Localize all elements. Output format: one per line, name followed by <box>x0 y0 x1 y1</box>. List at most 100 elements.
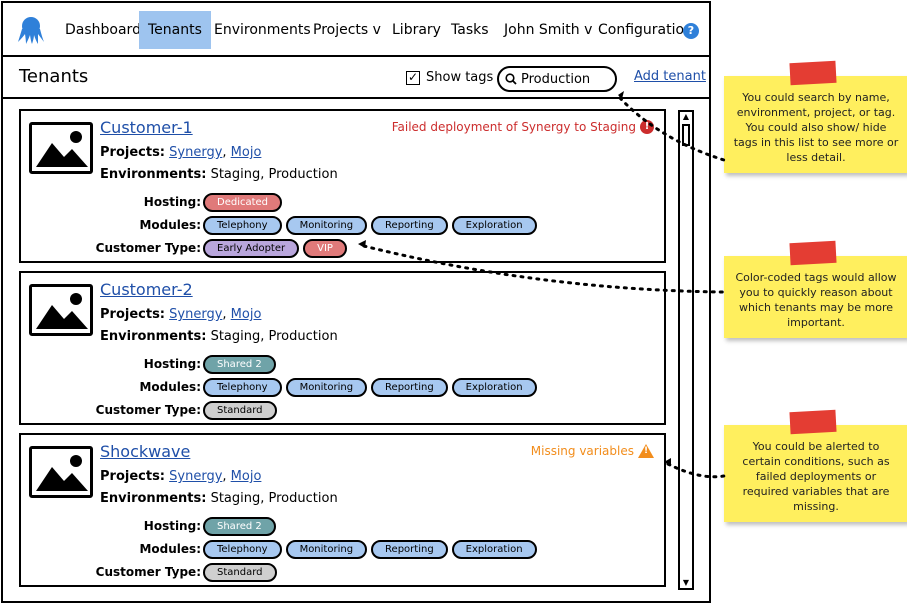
tag[interactable]: Standard <box>203 563 277 582</box>
nav-item-projects-v[interactable]: Projects v <box>313 22 381 38</box>
help-icon[interactable]: ? <box>683 23 699 39</box>
page-header: Tenants ✓ Show tags Add tenant <box>1 57 711 99</box>
tag[interactable]: Shared 2 <box>203 517 276 536</box>
hosting-tags: Dedicated <box>203 193 283 212</box>
customer-type-label: Customer Type: <box>95 565 201 579</box>
project-link[interactable]: Synergy <box>169 469 223 484</box>
alert-text: Missing variables <box>530 444 634 458</box>
note-text: Color-coded tags would allow you to quic… <box>735 271 897 329</box>
error-icon: ! <box>640 120 654 134</box>
warning-alert[interactable]: Missing variables! <box>531 444 654 458</box>
warning-glyph: ! <box>644 446 649 456</box>
environments-label: Environments: <box>100 167 207 182</box>
tag[interactable]: Early Adopter <box>203 239 300 258</box>
search-box[interactable] <box>497 66 617 92</box>
tag[interactable]: Telephony <box>203 378 282 397</box>
nav-item-tenants[interactable]: Tenants <box>139 11 211 49</box>
projects-line: Projects: Synergy, Mojo <box>100 307 262 322</box>
modules-label: Modules: <box>139 380 201 394</box>
scroll-thumb[interactable] <box>682 124 690 146</box>
projects-label: Projects: <box>100 469 165 484</box>
hosting-tags: Shared 2 <box>203 355 276 374</box>
note-text: You could search by name, environment, p… <box>733 91 899 164</box>
page-title: Tenants <box>19 66 89 87</box>
tag[interactable]: Exploration <box>451 216 537 235</box>
nav-item-configuration[interactable]: Configuration <box>598 22 693 38</box>
tag[interactable]: Reporting <box>371 216 448 235</box>
environments-value: Staging, Production <box>210 167 338 182</box>
projects-label: Projects: <box>100 307 165 322</box>
customer-type-label: Customer Type: <box>95 403 201 417</box>
environments-line: Environments: Staging, Production <box>100 491 338 506</box>
tag[interactable]: Dedicated <box>203 193 283 212</box>
environments-line: Environments: Staging, Production <box>100 329 338 344</box>
projects-line: Projects: Synergy, Mojo <box>100 469 262 484</box>
sticky-note-alerts: You could be alerted to certain conditio… <box>724 409 907 522</box>
image-placeholder-icon <box>29 446 93 498</box>
tape <box>789 240 837 266</box>
tag[interactable]: Shared 2 <box>203 355 276 374</box>
hosting-label: Hosting: <box>143 357 201 371</box>
show-tags-label: Show tags <box>426 70 494 85</box>
search-input[interactable] <box>521 71 611 87</box>
tag[interactable]: Standard <box>203 401 277 420</box>
warning-icon: ! <box>638 444 654 458</box>
hosting-tags: Shared 2 <box>203 517 276 536</box>
scroll-up-arrow-icon[interactable]: ▲ <box>682 112 690 121</box>
tag[interactable]: Telephony <box>203 540 282 559</box>
nav-item-library[interactable]: Library <box>392 22 441 38</box>
tag[interactable]: Exploration <box>451 378 537 397</box>
image-placeholder-icon <box>29 122 93 174</box>
nav-item-john-smith-v[interactable]: John Smith v <box>504 22 593 38</box>
octopus-logo-icon[interactable] <box>17 15 45 45</box>
tenant-name-link[interactable]: Customer-1 <box>100 118 193 137</box>
tenant-name-link[interactable]: Customer-2 <box>100 280 193 299</box>
project-link[interactable]: Mojo <box>230 307 262 322</box>
error-alert[interactable]: Failed deployment of Synergy to Staging! <box>392 120 654 134</box>
customer-type-tags: Standard <box>203 563 277 582</box>
tag[interactable]: Monitoring <box>285 540 368 559</box>
scroll-down-arrow-icon[interactable]: ▼ <box>682 578 690 587</box>
project-link[interactable]: Synergy <box>169 307 223 322</box>
modules-label: Modules: <box>139 542 201 556</box>
projects-label: Projects: <box>100 145 165 160</box>
customer-type-tags: Standard <box>203 401 277 420</box>
tag[interactable]: Exploration <box>451 540 537 559</box>
show-tags-toggle[interactable]: ✓ Show tags <box>406 70 493 85</box>
add-tenant-link[interactable]: Add tenant <box>634 69 706 84</box>
tenant-name-link[interactable]: Shockwave <box>100 442 191 461</box>
environments-value: Staging, Production <box>210 491 338 506</box>
tag[interactable]: Monitoring <box>285 216 368 235</box>
image-placeholder-icon <box>29 284 93 336</box>
hosting-label: Hosting: <box>143 519 201 533</box>
project-link[interactable]: Synergy <box>169 145 223 160</box>
show-tags-checkbox[interactable]: ✓ <box>406 69 420 85</box>
scrollbar[interactable]: ▲ ▼ <box>678 110 694 590</box>
tag[interactable]: Telephony <box>203 216 282 235</box>
modules-label: Modules: <box>139 218 201 232</box>
tag[interactable]: Reporting <box>371 378 448 397</box>
tape <box>789 409 837 435</box>
search-icon <box>505 73 517 85</box>
project-link[interactable]: Mojo <box>230 469 262 484</box>
environments-line: Environments: Staging, Production <box>100 167 338 182</box>
tag[interactable]: Monitoring <box>285 378 368 397</box>
note-text: You could be alerted to certain conditio… <box>742 440 890 513</box>
hosting-label: Hosting: <box>143 195 201 209</box>
nav-item-tasks[interactable]: Tasks <box>451 22 489 38</box>
project-link[interactable]: Mojo <box>230 145 262 160</box>
customer-type-label: Customer Type: <box>95 241 201 255</box>
tag[interactable]: Reporting <box>371 540 448 559</box>
tag[interactable]: VIP <box>303 239 347 258</box>
sticky-note-search: You could search by name, environment, p… <box>724 60 907 173</box>
nav-item-environments[interactable]: Environments <box>214 22 311 38</box>
nav-item-dashboard[interactable]: Dashboard <box>65 22 141 38</box>
